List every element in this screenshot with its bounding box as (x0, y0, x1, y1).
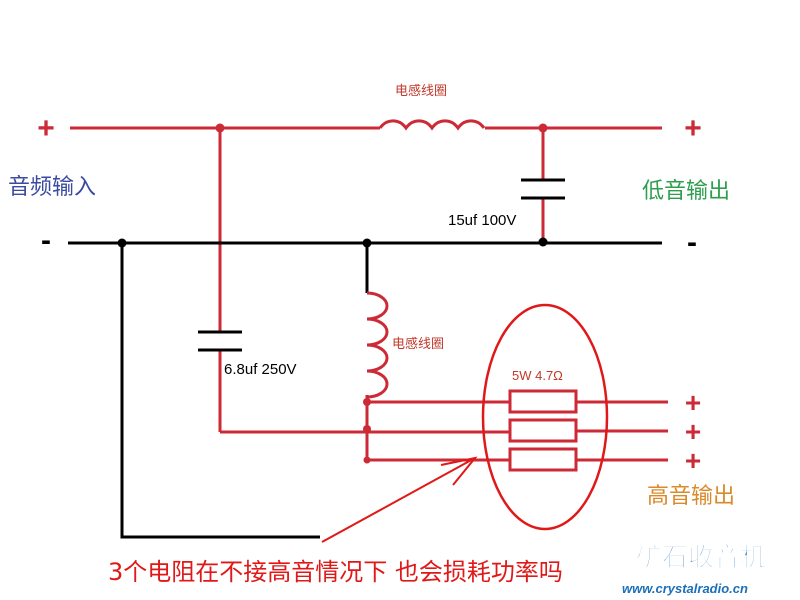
inductor-mid-coil (366, 291, 389, 399)
cap-low-label: 15uf 100V (448, 212, 516, 229)
inductor-top-coil (378, 119, 486, 131)
input-plus-sign: + (37, 112, 55, 145)
ground-return-loop (120, 243, 320, 539)
inductor-top-label: 电感线圈 (395, 83, 447, 99)
resistors (508, 389, 578, 472)
high-output-label: 高音输出 (647, 484, 735, 509)
resistor-2 (508, 418, 578, 443)
capacitor-high (198, 330, 242, 352)
highlight-ellipse (481, 303, 609, 531)
low-plus-sign: + (684, 112, 702, 145)
junction-dot (363, 398, 371, 406)
inductor-mid-label: 电感线圈 (392, 336, 444, 352)
high-plus-sign-3: + (685, 445, 701, 476)
junction-dot (538, 237, 548, 247)
resistor-label: 5W 4.7Ω (512, 368, 563, 383)
low-output-label: 低音输出 (642, 179, 730, 204)
junction-dot (215, 123, 225, 133)
cap-high-label: 6.8uf 250V (224, 361, 297, 378)
capacitor-low (521, 178, 565, 200)
junction-dot (363, 425, 371, 433)
junction-dot (117, 238, 127, 248)
junction-dots (117, 123, 548, 464)
high-plus-sign-2: + (685, 416, 701, 447)
resistor-3 (508, 447, 578, 472)
arrow-shaft (321, 457, 476, 543)
junction-dot (362, 238, 372, 248)
input-label: 音频输入 (8, 175, 96, 200)
input-minus-sign: - (41, 224, 51, 257)
low-minus-sign: - (687, 226, 697, 259)
high-plus-sign-1: + (685, 387, 701, 418)
watermark-text: 矿石收音机 (636, 542, 766, 573)
junction-dot (538, 123, 548, 133)
watermark-url: www.crystalradio.cn (622, 581, 748, 596)
arrow-head (440, 456, 478, 486)
question-text: 3个电阻在不接高音情况下 也会损耗功率吗 (108, 558, 563, 586)
resistor-1 (508, 389, 578, 414)
arrow-icon (321, 456, 478, 543)
junction-dot (363, 456, 371, 464)
